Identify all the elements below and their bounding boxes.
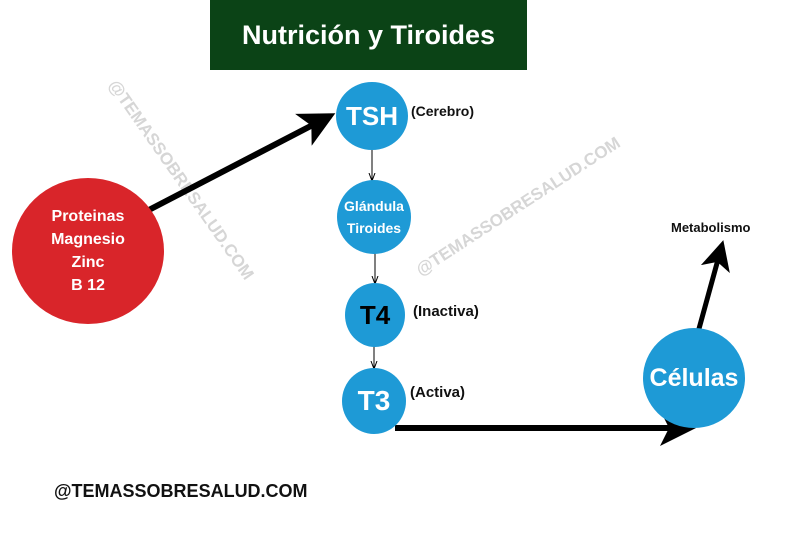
gland-label: Glándula bbox=[344, 198, 404, 214]
metabolism-label: Metabolismo bbox=[671, 220, 751, 235]
cells-node: Células bbox=[643, 328, 745, 428]
t4-node: T4 bbox=[345, 283, 405, 347]
gland-label: Tiroides bbox=[346, 220, 402, 236]
nutrient-item: B 12 bbox=[71, 277, 105, 294]
t3-node: T3 bbox=[342, 368, 406, 434]
arrow-nutrients-to-tsh bbox=[143, 113, 336, 215]
nutrient-item: Zinc bbox=[71, 254, 105, 271]
footer-credit: @TEMASSOBRESALUD.COM bbox=[54, 481, 308, 501]
page-title: Nutrición y Tiroides bbox=[210, 0, 527, 70]
nutrient-item: Magnesio bbox=[51, 231, 125, 248]
t3-note: (Activa) bbox=[410, 384, 466, 401]
cells-label: Células bbox=[649, 363, 739, 392]
t3-label: T3 bbox=[357, 385, 391, 416]
nutrient-item: Proteinas bbox=[51, 208, 125, 225]
arrow-cells-to-metabolism bbox=[694, 240, 730, 337]
tsh-node: TSH bbox=[336, 82, 408, 150]
tsh-note: (Cerebro) bbox=[411, 103, 475, 119]
t4-note: (Inactiva) bbox=[413, 303, 479, 320]
tsh-label: TSH bbox=[346, 100, 398, 131]
thyroid-gland-node: Glándula Tiroides bbox=[337, 180, 411, 254]
nutrients-circle: Proteinas Magnesio Zinc B 12 bbox=[12, 178, 164, 324]
t4-label: T4 bbox=[359, 299, 391, 330]
